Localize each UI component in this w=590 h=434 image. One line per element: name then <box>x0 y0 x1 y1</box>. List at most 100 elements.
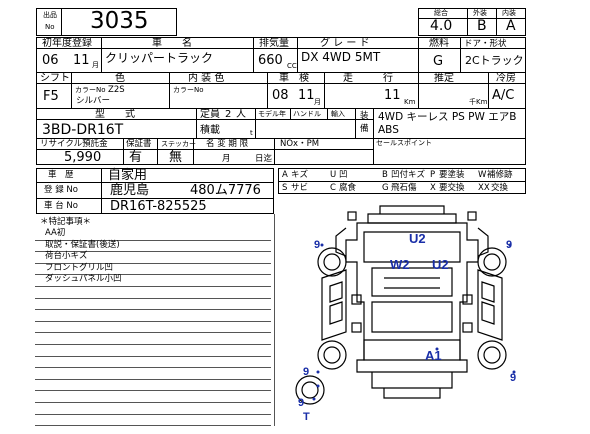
main-grid <box>36 37 526 165</box>
legend-code: P <box>430 170 436 180</box>
warranty-label: 保証書 <box>126 139 152 149</box>
notes-rule <box>35 425 271 426</box>
model-label: 型 式 <box>95 109 135 120</box>
color-label: 色 <box>115 73 125 84</box>
legend-code: W <box>478 170 487 180</box>
legend-code: C <box>330 183 336 193</box>
interior-color-label: 内 装 色 <box>188 73 225 84</box>
sticker-label: ステッカー <box>161 140 196 148</box>
legend-code: XX <box>478 183 490 193</box>
legend-code: U <box>330 170 337 180</box>
mark-u2-mid: U2 <box>432 257 449 272</box>
legend-code: G <box>382 183 389 193</box>
handle-label: ハンドル <box>293 110 321 118</box>
mark-u2-top: U2 <box>409 231 426 246</box>
load-label: 積載 <box>200 125 220 136</box>
ac-label: 冷房 <box>496 73 516 84</box>
tire-rear-right: 9 <box>510 372 517 384</box>
fuel-label: 燃料 <box>429 38 449 49</box>
chassis-label: 車 台 No <box>44 201 78 211</box>
legend-text: 要塗装 <box>439 170 465 180</box>
legend-text: 腐食 <box>339 183 357 193</box>
legend-text: キズ <box>291 170 309 180</box>
inspection-label: 車 検 <box>279 73 309 84</box>
notes-rule <box>35 390 271 391</box>
cc-unit: CC <box>287 62 297 70</box>
capacity: 2 <box>225 109 232 120</box>
notes-line: 荷台小キズ <box>45 251 88 261</box>
capacity-label: 定員 <box>200 109 220 120</box>
interior-grade: A <box>506 18 516 34</box>
door-shape-label: ドア・形状 <box>464 39 507 49</box>
lot-label-bottom: No <box>45 23 55 31</box>
notes-rule <box>35 321 271 322</box>
door-shape: 2Cトラック <box>465 54 524 67</box>
history-label: 車 歴 <box>48 170 74 180</box>
name-change-month: 月 <box>222 154 231 164</box>
notes-line: 取説・保証書(後送) <box>45 240 120 250</box>
legend-text: サビ <box>291 183 309 193</box>
fuel: G <box>433 54 444 69</box>
notes-title: ＊特記事項＊ <box>40 217 92 227</box>
spare-label: T <box>303 411 310 423</box>
legend-code: S <box>282 183 288 193</box>
sticker: 無 <box>169 150 183 165</box>
first-reg-year: 06 <box>42 53 59 68</box>
mark-w2: W2 <box>390 257 410 272</box>
lot-number-box <box>36 8 177 36</box>
mileage-label: 走 行 <box>343 73 393 84</box>
legend-code: B <box>382 170 388 180</box>
car-name-label: 車 名 <box>152 38 192 49</box>
first-reg-label: 初年度登録 <box>42 38 92 49</box>
notes-rule <box>35 298 271 299</box>
name-change-label: 名 変 期 限 <box>206 139 249 149</box>
grade-box <box>418 8 526 36</box>
lot-number: 3035 <box>90 8 149 34</box>
notes-rule <box>35 240 271 241</box>
equip-label-2: 備 <box>360 124 369 134</box>
equipment-2: ABS <box>378 124 399 136</box>
chassis-no: DR16T-825525 <box>110 199 207 214</box>
thousand-km-unit: 千Km <box>469 98 488 106</box>
tire-spare: 9 <box>298 397 305 409</box>
exterior-label: 外装 <box>473 9 487 17</box>
sales-point-label: セールスポイント <box>376 139 432 147</box>
load-unit: t <box>250 129 253 137</box>
tire-rear-left: 9 <box>303 366 310 378</box>
reg-no: 480ム7776 <box>190 183 261 198</box>
model-year-label: モデル年 <box>258 110 286 118</box>
legend-text: 交換 <box>491 183 509 193</box>
color-no-label: カラーNo <box>75 86 106 94</box>
reg-no-place: 鹿児島 <box>110 183 150 198</box>
displacement-label: 排気量 <box>259 38 289 49</box>
legend-text: 凹 <box>339 170 348 180</box>
notes-rule <box>35 309 271 310</box>
interior-color-no-label: カラーNo <box>173 86 204 94</box>
km-unit: Km <box>404 98 416 106</box>
notes-rule <box>35 414 271 415</box>
legend-text: 飛石傷 <box>391 183 417 193</box>
notes-line: ダッシュパネル小凹 <box>45 274 122 284</box>
grade-label: グ レ ー ド <box>320 38 370 49</box>
mileage: 11 <box>384 88 401 103</box>
inspection-month-unit: 月 <box>314 98 321 106</box>
color: シルバー <box>76 96 111 106</box>
tire-front-left: 9 <box>314 239 321 251</box>
inspection-month: 11 <box>298 88 315 103</box>
notes-rule <box>35 379 271 380</box>
legend-text: 要交換 <box>439 183 465 193</box>
inspection-year: 08 <box>272 88 289 103</box>
reg-no-label: 登 録 No <box>44 185 78 195</box>
color-no: Z2S <box>108 85 125 95</box>
ac: A/C <box>492 88 515 103</box>
capacity-unit: 人 <box>236 109 246 120</box>
name-change-day: 日迄 <box>255 154 273 164</box>
equipment-1: 4WD キーレス PS PW エアB <box>378 111 517 123</box>
notes-line: AA初 <box>45 228 66 238</box>
model: 3BD-DR16T <box>42 122 124 138</box>
interior-label: 内装 <box>502 9 516 17</box>
warranty: 有 <box>129 150 143 165</box>
notes-rule <box>35 402 271 403</box>
history-value: 自家用 <box>108 168 148 183</box>
